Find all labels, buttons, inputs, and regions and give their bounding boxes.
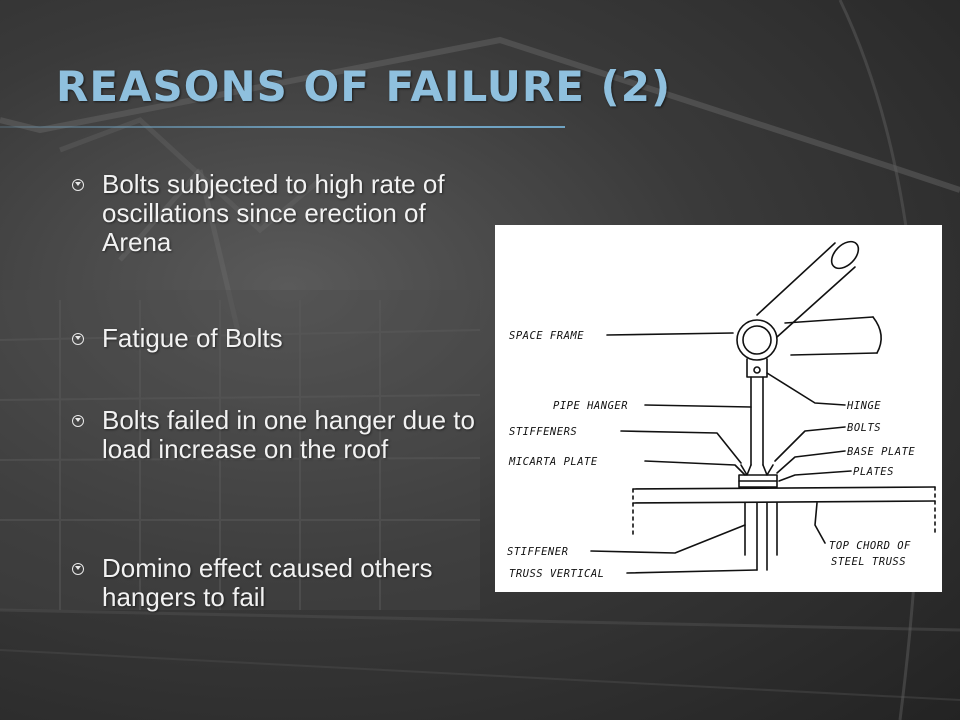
- label-stiffeners: STIFFENERS: [509, 426, 577, 438]
- label-stiffener: STIFFENER: [507, 546, 568, 558]
- circle-chevron-down-icon: [72, 333, 84, 345]
- hanger-sketch: SPACE FRAME PIPE HANGER STIFFENERS MICAR…: [507, 240, 936, 580]
- label-plates: PLATES: [853, 466, 894, 478]
- label-space-frame: SPACE FRAME: [509, 330, 584, 342]
- hanger-connection-diagram: SPACE FRAME PIPE HANGER STIFFENERS MICAR…: [495, 225, 942, 592]
- bullet-text: Bolts subjected to high rate of oscillat…: [102, 169, 445, 257]
- label-hinge: HINGE: [846, 400, 881, 412]
- circle-chevron-down-icon: [72, 179, 84, 191]
- title-underline: [0, 126, 565, 128]
- label-steel-truss: STEEL TRUSS: [831, 556, 906, 568]
- label-base-plate: BASE PLATE: [847, 446, 915, 458]
- bullet-text: Bolts failed in one hanger due to load i…: [102, 405, 475, 464]
- slide-title: Reasons of Failure (2): [56, 62, 672, 111]
- label-pipe-hanger: PIPE HANGER: [553, 400, 628, 412]
- label-micarta-plate: MICARTA PLATE: [508, 456, 598, 468]
- label-truss-vertical: TRUSS VERTICAL: [509, 568, 605, 580]
- circle-chevron-down-icon: [72, 415, 84, 427]
- label-top-chord: TOP CHORD OF: [829, 540, 911, 552]
- circle-chevron-down-icon: [72, 563, 84, 575]
- label-bolts: BOLTS: [847, 422, 881, 434]
- bullet-text: Fatigue of Bolts: [102, 323, 283, 353]
- bullet-text: Domino effect caused others hangers to f…: [102, 553, 433, 612]
